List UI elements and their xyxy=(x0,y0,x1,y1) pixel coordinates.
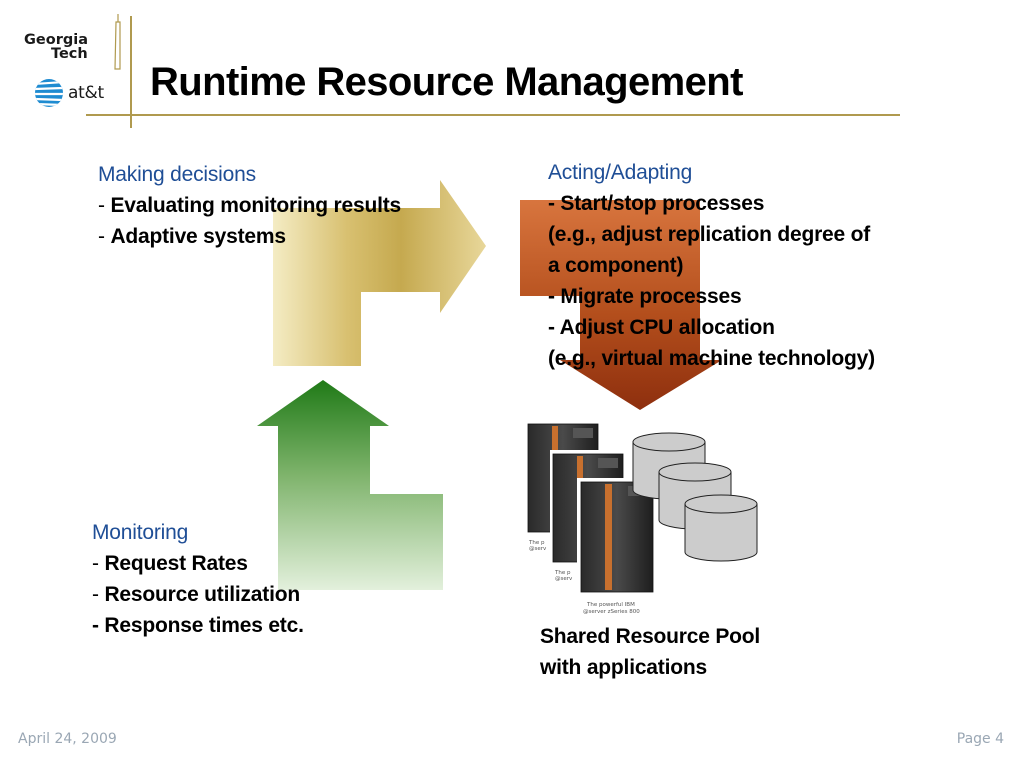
server-caption: The powerful IBM xyxy=(586,602,635,608)
att-logo-text: at&t xyxy=(68,83,104,103)
disk-icon xyxy=(684,494,758,562)
resource-pool-image: The p @serv The p @serv The powerful IBM… xyxy=(525,420,758,618)
monitoring-item: - Request Rates xyxy=(92,552,248,575)
acting-line: (e.g., virtual machine technology) xyxy=(548,347,875,370)
acting-block: Acting/Adapting - Start/stop processes (… xyxy=(548,157,875,374)
acting-line: (e.g., adjust replication degree of xyxy=(548,223,871,246)
footer-date: April 24, 2009 xyxy=(18,731,117,747)
acting-line: - Migrate processes xyxy=(548,285,742,308)
georgia-tech-logo-line2: Tech xyxy=(51,46,88,62)
att-globe-icon xyxy=(35,79,63,107)
server-caption: @serv xyxy=(529,546,547,552)
monitoring-block: Monitoring - Request Rates - Resource ut… xyxy=(92,517,304,641)
monitoring-item: - Response times etc. xyxy=(92,614,304,637)
georgia-tech-logo-line1: Georgia xyxy=(24,32,88,48)
pool-caption-line1: Shared Resource Pool xyxy=(540,625,761,648)
acting-line: - Adjust CPU allocation xyxy=(548,316,775,339)
pool-caption: Shared Resource Pool with applications xyxy=(540,621,760,683)
acting-line: - Start/stop processes xyxy=(548,192,765,215)
server-caption: The p xyxy=(554,570,571,576)
att-logo: at&t xyxy=(34,76,104,110)
monitoring-item: - Resource utilization xyxy=(92,583,300,606)
decisions-heading: Making decisions xyxy=(98,163,256,186)
server-icon: The powerful IBM @server zSeries 800 xyxy=(577,478,659,618)
header-horizontal-rule xyxy=(86,114,900,116)
decisions-item: - Evaluating monitoring results xyxy=(98,194,402,217)
georgia-tech-tower-icon xyxy=(114,14,121,70)
page-title: Runtime Resource Management xyxy=(150,60,743,104)
server-caption: @serv xyxy=(555,576,573,582)
header-vertical-rule xyxy=(130,16,132,128)
decisions-block: Making decisions - Evaluating monitoring… xyxy=(98,159,401,252)
decision-arrow xyxy=(273,180,486,366)
georgia-tech-logo: Georgia Tech xyxy=(24,32,88,62)
server-caption: The p xyxy=(528,540,545,546)
acting-arrow xyxy=(520,200,722,410)
server-caption: @server zSeries 800 xyxy=(583,609,640,615)
decisions-item: - Adaptive systems xyxy=(98,225,286,248)
pool-caption-line2: with applications xyxy=(540,656,707,679)
acting-heading: Acting/Adapting xyxy=(548,161,693,184)
footer-page-number: Page 4 xyxy=(956,731,1004,747)
acting-line: a component) xyxy=(548,254,684,277)
monitoring-heading: Monitoring xyxy=(92,521,189,544)
monitoring-arrow xyxy=(257,380,443,590)
